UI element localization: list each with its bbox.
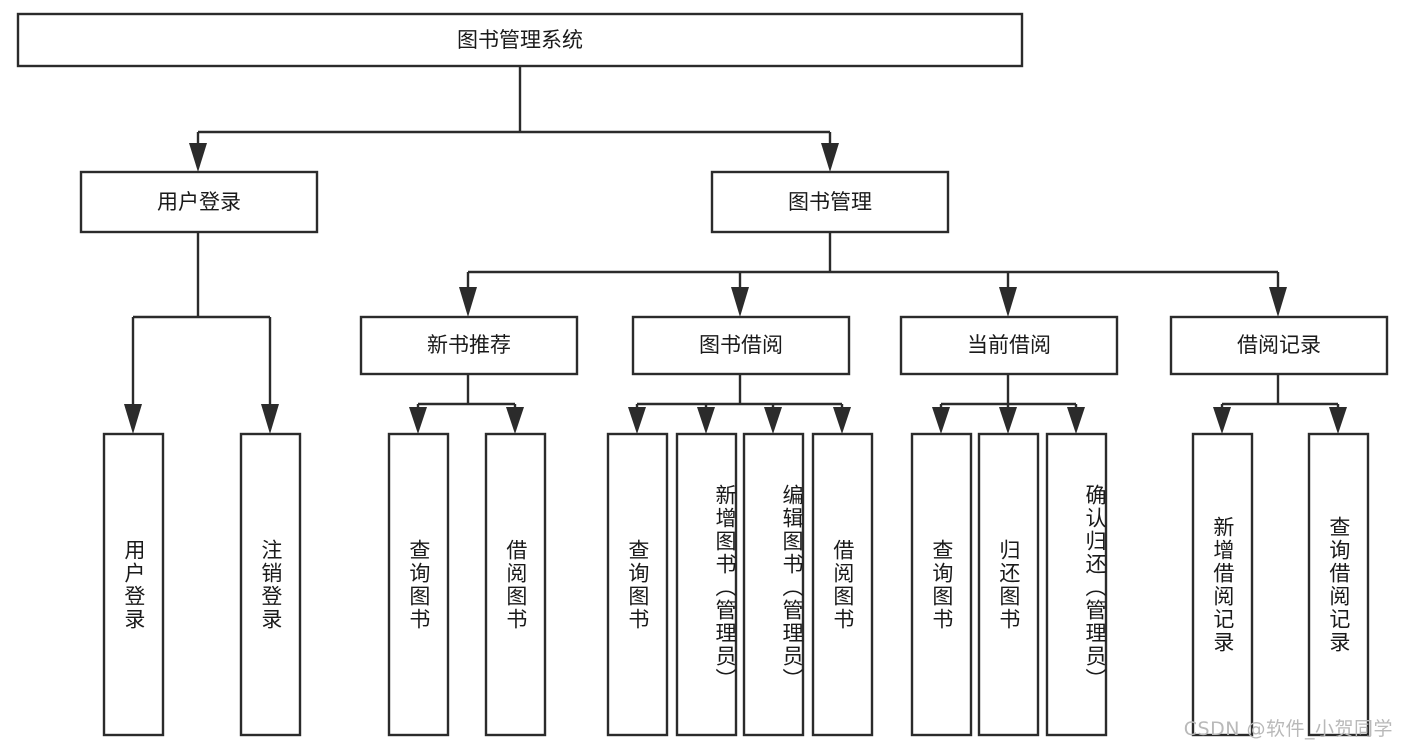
- csdn-watermark: CSDN @软件_小贺同学: [1183, 718, 1393, 740]
- node-current-borrow-box[interactable]: [899, 315, 1119, 376]
- arrowhead-leaf-borrowrecord-2: [1329, 407, 1347, 434]
- node-user-login-label: 用户登录: [157, 190, 241, 214]
- arrowhead-leaf-currentborrow-1: [932, 407, 950, 434]
- node-layer: 图书管理系统 用户登录 图书管理 新书推荐 图书借阅 当前: [16, 12, 1389, 737]
- node-borrow-record-box[interactable]: [1169, 315, 1389, 376]
- node-user-login[interactable]: 用户登录: [79, 170, 319, 234]
- arrowhead-current-borrow: [999, 287, 1017, 317]
- arrowhead-book-borrow: [731, 287, 749, 317]
- connector-layer: [124, 66, 1347, 434]
- leaf-box-new-book-2[interactable]: [484, 432, 547, 737]
- node-root-label: 图书管理系统: [457, 28, 583, 52]
- node-current-borrow[interactable]: 当前借阅: [899, 315, 1119, 376]
- arrowhead-book-mgmt: [821, 143, 839, 172]
- node-current-borrow-label: 当前借阅: [967, 333, 1051, 357]
- leaf-box-current-borrow-2[interactable]: [977, 432, 1040, 737]
- arrowhead-leaf-bookborrow-4: [833, 407, 851, 434]
- arrowhead-leaf-currentborrow-3: [1067, 407, 1085, 434]
- node-book-management-box[interactable]: [710, 170, 950, 234]
- node-book-borrow-label: 图书借阅: [699, 333, 783, 357]
- node-new-book-recommend-label: 新书推荐: [427, 333, 511, 357]
- node-book-borrow[interactable]: 图书借阅: [631, 315, 851, 376]
- leaf-box-current-borrow-3[interactable]: [1045, 432, 1108, 737]
- leaf-box-current-borrow-1[interactable]: [910, 432, 973, 737]
- arrowhead-leaf-user-login-2: [261, 404, 279, 434]
- node-book-management-label: 图书管理: [788, 190, 872, 214]
- leaf-box-book-borrow-4[interactable]: [811, 432, 874, 737]
- arrowhead-leaf-currentborrow-2: [999, 407, 1017, 434]
- leaf-box-user-login-2[interactable]: [239, 432, 302, 737]
- node-root-box[interactable]: [16, 12, 1024, 68]
- leaf-box-book-borrow-2[interactable]: [675, 432, 738, 737]
- leaf-box-book-borrow-3[interactable]: [742, 432, 805, 737]
- node-borrow-record[interactable]: 借阅记录: [1169, 315, 1389, 376]
- arrowhead-leaf-borrowrecord-1: [1213, 407, 1231, 434]
- node-user-login-box[interactable]: [79, 170, 319, 234]
- leaf-box-new-book-1[interactable]: [387, 432, 450, 737]
- arrowhead-new-book: [459, 287, 477, 317]
- leaf-box-book-borrow-1[interactable]: [606, 432, 669, 737]
- node-new-book-recommend[interactable]: 新书推荐: [359, 315, 579, 376]
- arrowhead-leaf-user-login-1: [124, 404, 142, 434]
- arrowhead-leaf-newbook-1: [409, 407, 427, 434]
- arrowhead-borrow-record: [1269, 287, 1287, 317]
- arrowhead-leaf-bookborrow-1: [628, 407, 646, 434]
- arrowhead-leaf-newbook-2: [506, 407, 524, 434]
- arrowhead-leaf-bookborrow-2: [697, 407, 715, 434]
- node-new-book-recommend-box[interactable]: [359, 315, 579, 376]
- leaf-box-borrow-record-2[interactable]: [1307, 432, 1370, 737]
- node-book-borrow-box[interactable]: [631, 315, 851, 376]
- arrowhead-user-login: [189, 143, 207, 172]
- node-borrow-record-label: 借阅记录: [1237, 333, 1321, 357]
- node-root[interactable]: 图书管理系统: [16, 12, 1024, 68]
- node-book-management[interactable]: 图书管理: [710, 170, 950, 234]
- arrowhead-leaf-bookborrow-3: [764, 407, 782, 434]
- leaf-box-user-login-1[interactable]: [102, 432, 165, 737]
- leaf-box-borrow-record-1[interactable]: [1191, 432, 1254, 737]
